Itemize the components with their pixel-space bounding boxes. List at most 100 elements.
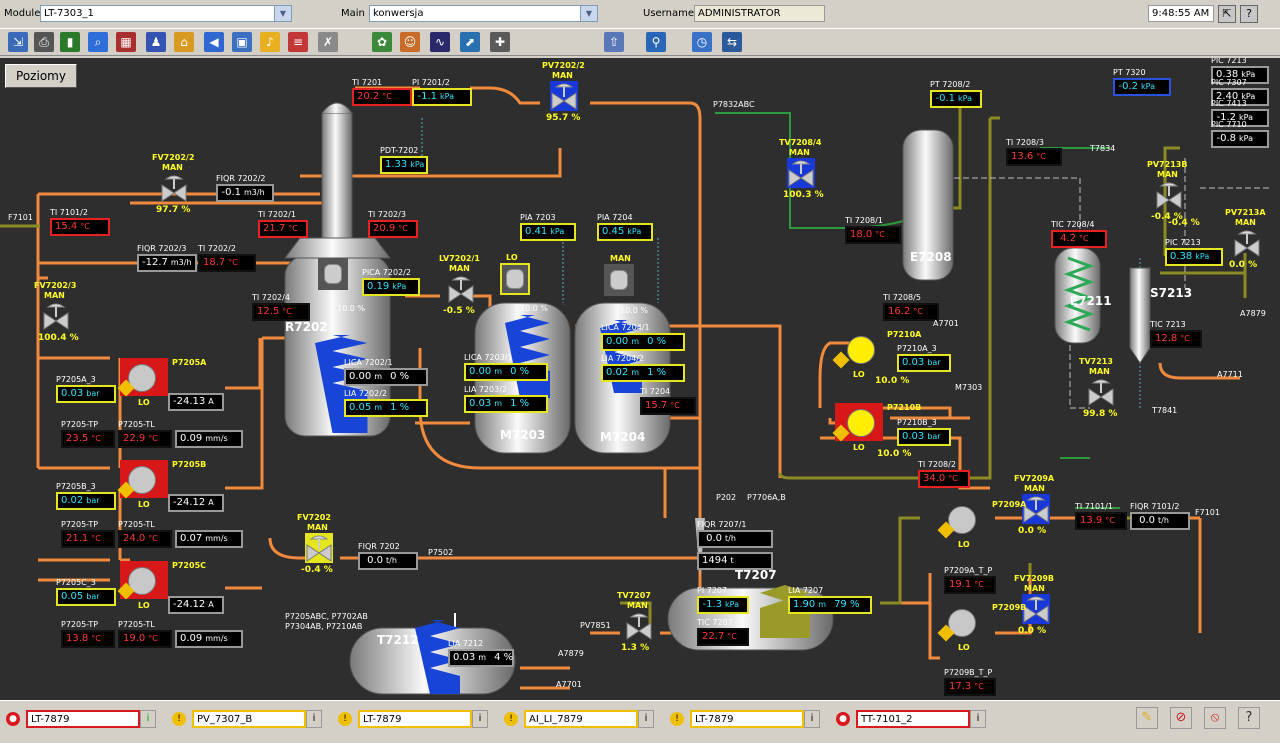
print-icon[interactable]: ⎙ (34, 32, 54, 52)
graph-icon[interactable]: ⬈ (460, 32, 480, 52)
trend-icon[interactable]: ▦ (116, 32, 136, 52)
plant-icon[interactable]: ✿ (372, 32, 392, 52)
export-icon[interactable]: ⇧ (604, 32, 624, 52)
info-icon[interactable]: i (140, 710, 156, 728)
valve-pv7213b[interactable] (1155, 180, 1183, 210)
disable-icon[interactable]: ⦸ (1204, 707, 1226, 729)
bell-icon[interactable]: ♪ (260, 32, 280, 52)
info-icon[interactable]: i (970, 710, 986, 728)
value-ti7101_1[interactable]: 13.9°C (1075, 512, 1127, 530)
pump-p7205c[interactable] (117, 561, 168, 600)
acknowledge-icon[interactable]: ✎ (1136, 707, 1158, 729)
value-tic7213[interactable]: 12.8°C (1150, 330, 1202, 348)
pump-p7210a[interactable] (832, 330, 883, 369)
open-folder-icon[interactable]: ⌂ (174, 32, 194, 52)
pump-p7209b[interactable] (937, 603, 988, 642)
settings-icon[interactable]: ⇆ (722, 32, 742, 52)
chevron-down-icon[interactable]: ▼ (274, 6, 291, 21)
value-p7205ctp[interactable]: 13.8°C (61, 630, 115, 648)
cancel-doc-icon[interactable]: ✗ (318, 32, 338, 52)
tools-icon[interactable]: ✚ (490, 32, 510, 52)
pump-p7209a[interactable] (937, 500, 988, 539)
pump-p7205a[interactable] (117, 358, 168, 397)
value-p7205atp[interactable]: 23.5°C (61, 430, 115, 448)
people-icon[interactable]: ☺ (400, 32, 420, 52)
valve-fv7209b[interactable] (1022, 594, 1050, 624)
value-ti7202_1[interactable]: 21.7°C (258, 220, 308, 238)
mixer-m7203[interactable] (500, 263, 530, 295)
value-ti7202_2[interactable]: 18.7°C (198, 254, 256, 272)
valve-tv7208_4[interactable] (787, 158, 815, 188)
mixer-m7204[interactable] (604, 264, 634, 296)
main-select[interactable]: konwersja▼ (369, 5, 598, 22)
module-select[interactable]: LT-7303_1▼ (40, 5, 292, 22)
exit-icon[interactable]: ⇱ (1218, 5, 1236, 23)
valve-fv7202[interactable] (305, 533, 333, 563)
valve-fv7209a[interactable] (1022, 494, 1050, 524)
pump-p7205b[interactable] (117, 460, 168, 499)
value-p7205btp[interactable]: 21.1°C (61, 530, 115, 548)
valve-pv7213a[interactable] (1233, 228, 1261, 258)
info-icon[interactable]: i (804, 710, 820, 728)
pump-p7210b[interactable] (832, 403, 883, 442)
valve-pv7202_2[interactable] (550, 81, 578, 111)
value-tic7207[interactable]: 22.7°C (697, 628, 749, 646)
help-icon[interactable]: ? (1240, 5, 1258, 23)
search-doc-icon[interactable]: ⌕ (88, 32, 108, 52)
info-icon[interactable]: i (472, 710, 488, 728)
value-p7205btl[interactable]: 24.0°C (118, 530, 172, 548)
chart-icon[interactable]: ∿ (430, 32, 450, 52)
silence-icon[interactable]: ⊘ (1170, 707, 1192, 729)
back-arrow-icon[interactable]: ◀ (204, 32, 224, 52)
value-tic7208_4[interactable]: 4.2°C (1051, 230, 1107, 248)
value-ti7208_5[interactable]: 16.2°C (883, 303, 939, 321)
value-ti7202_4[interactable]: 12.5°C (252, 303, 310, 321)
poziomy-button[interactable]: Poziomy (5, 64, 77, 88)
valve-fv7202_3[interactable] (42, 301, 70, 331)
window-icon[interactable]: ▣ (232, 32, 252, 52)
info-icon[interactable]: i (306, 710, 322, 728)
value-ti7208_3[interactable]: 13.6°C (1006, 148, 1062, 166)
valve-tv7207[interactable] (625, 611, 653, 641)
value-ti7101_2[interactable]: 15.4°C (50, 218, 110, 236)
users-icon[interactable]: ♟ (146, 32, 166, 52)
value-ti7204[interactable]: 15.7°C (640, 397, 696, 415)
valve-lv7202_1[interactable] (447, 274, 475, 304)
start-icon[interactable]: ⇲ (8, 32, 28, 52)
value-ti7202_3[interactable]: 20.9°C (368, 220, 418, 238)
value-p7205atl[interactable]: 22.9°C (118, 430, 172, 448)
value-p7209btp[interactable]: 17.3°C (944, 678, 996, 696)
